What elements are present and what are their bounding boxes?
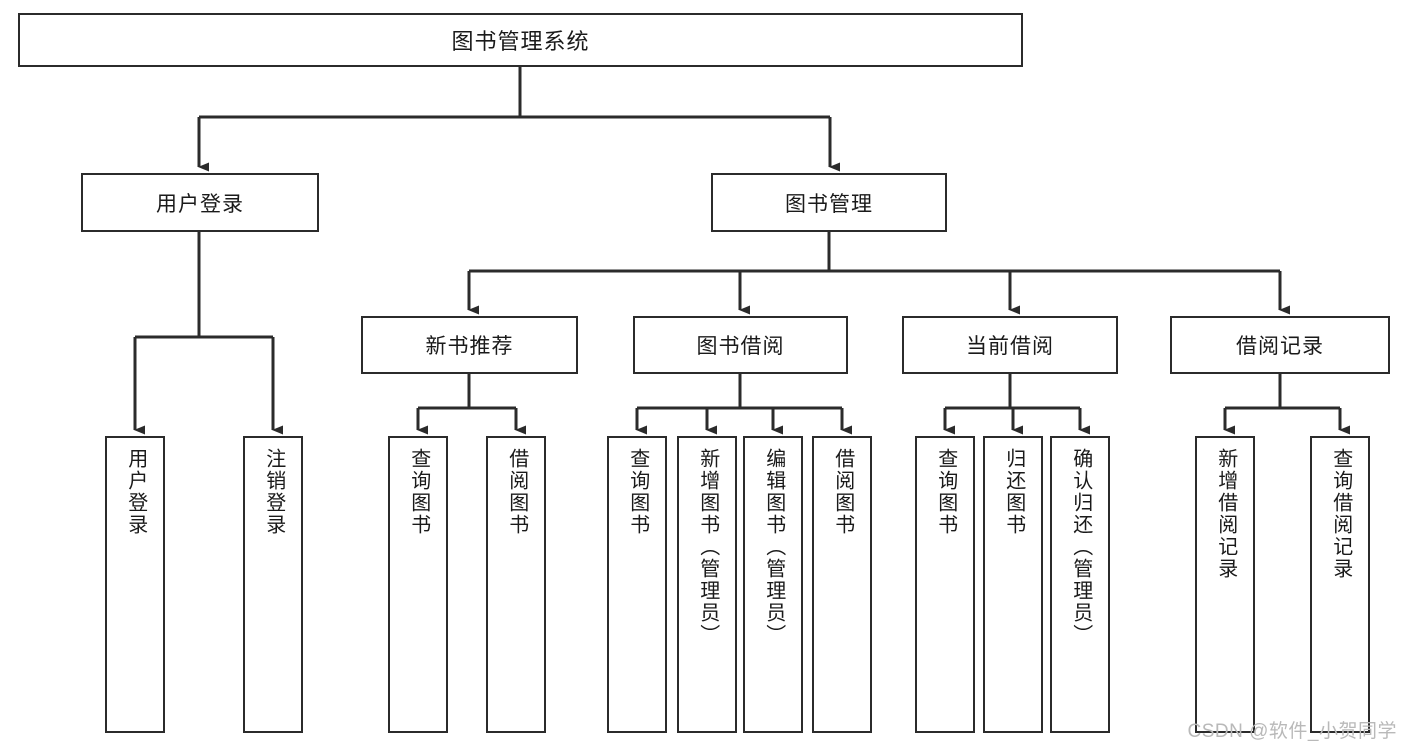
node-book-manage-label: 图书管理 bbox=[785, 192, 873, 216]
node-user-login[interactable]: 用户登录 bbox=[81, 173, 319, 232]
node-leaf-query-book-3[interactable]: 查询图书 bbox=[915, 436, 975, 733]
node-leaf-confirm-return-label: 确认归还（管理员） bbox=[1069, 448, 1092, 646]
node-root[interactable]: 图书管理系统 bbox=[18, 13, 1023, 67]
node-leaf-edit-book-label: 编辑图书（管理员） bbox=[762, 448, 785, 646]
node-leaf-add-book-label: 新增图书（管理员） bbox=[696, 448, 719, 646]
node-leaf-confirm-return[interactable]: 确认归还（管理员） bbox=[1050, 436, 1110, 733]
node-leaf-query-book-2[interactable]: 查询图书 bbox=[607, 436, 667, 733]
node-leaf-add-book[interactable]: 新增图书（管理员） bbox=[677, 436, 737, 733]
node-new-book-recommend-label: 新书推荐 bbox=[425, 335, 514, 358]
node-leaf-borrow-book-1[interactable]: 借阅图书 bbox=[486, 436, 546, 733]
node-leaf-query-book-1[interactable]: 查询图书 bbox=[388, 436, 448, 733]
node-leaf-query-book-3-label: 查询图书 bbox=[934, 448, 957, 536]
node-current-borrow-label: 当前借阅 bbox=[966, 335, 1054, 358]
node-book-manage[interactable]: 图书管理 bbox=[711, 173, 947, 232]
node-book-borrow[interactable]: 图书借阅 bbox=[633, 316, 848, 374]
node-leaf-borrow-book-2-label: 借阅图书 bbox=[831, 448, 854, 536]
node-user-login-label: 用户登录 bbox=[156, 192, 244, 216]
node-leaf-return-book-label: 归还图书 bbox=[1002, 448, 1025, 536]
node-leaf-user-login[interactable]: 用户登录 bbox=[105, 436, 165, 733]
node-leaf-query-book-1-label: 查询图书 bbox=[407, 448, 430, 536]
node-leaf-query-record[interactable]: 查询借阅记录 bbox=[1310, 436, 1370, 733]
node-leaf-logout[interactable]: 注销登录 bbox=[243, 436, 303, 733]
node-current-borrow[interactable]: 当前借阅 bbox=[902, 316, 1118, 374]
node-leaf-borrow-book-1-label: 借阅图书 bbox=[505, 448, 528, 536]
node-leaf-add-record-label: 新增借阅记录 bbox=[1214, 448, 1237, 580]
node-leaf-query-book-2-label: 查询图书 bbox=[626, 448, 649, 536]
node-leaf-add-record[interactable]: 新增借阅记录 bbox=[1195, 436, 1255, 733]
node-leaf-borrow-book-2[interactable]: 借阅图书 bbox=[812, 436, 872, 733]
node-borrow-record[interactable]: 借阅记录 bbox=[1170, 316, 1390, 374]
node-borrow-record-label: 借阅记录 bbox=[1236, 335, 1324, 358]
node-book-borrow-label: 图书借阅 bbox=[696, 335, 785, 358]
node-root-label: 图书管理系统 bbox=[451, 29, 590, 54]
node-leaf-logout-label: 注销登录 bbox=[262, 448, 285, 536]
node-new-book-recommend[interactable]: 新书推荐 bbox=[361, 316, 578, 374]
node-leaf-query-record-label: 查询借阅记录 bbox=[1329, 448, 1352, 580]
node-leaf-return-book[interactable]: 归还图书 bbox=[983, 436, 1043, 733]
node-leaf-edit-book[interactable]: 编辑图书（管理员） bbox=[743, 436, 803, 733]
node-leaf-user-login-label: 用户登录 bbox=[124, 448, 147, 536]
